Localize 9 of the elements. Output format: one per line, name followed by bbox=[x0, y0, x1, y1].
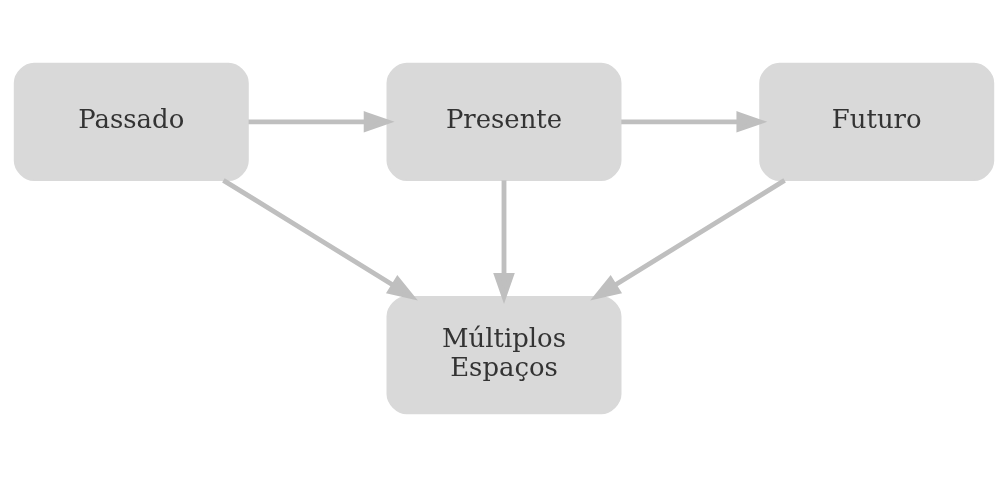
node-box: Múltiplos Espaços bbox=[386, 296, 622, 415]
node-box: Passado bbox=[13, 62, 249, 181]
arrow bbox=[621, 111, 768, 133]
node-box: Presente bbox=[386, 62, 622, 181]
node-box: Futuro bbox=[759, 62, 995, 181]
arrow bbox=[248, 111, 395, 133]
arrow bbox=[590, 178, 786, 301]
arrow bbox=[493, 180, 515, 304]
arrow bbox=[222, 178, 418, 301]
